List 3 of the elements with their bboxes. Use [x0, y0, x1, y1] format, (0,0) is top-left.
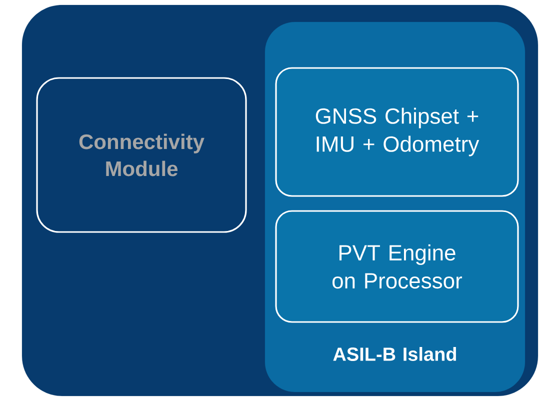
component-box: GNSS Chipset + IMU + Odometry: [275, 67, 519, 197]
component-box: PVT Engine on Processor: [275, 210, 519, 323]
module-box: Connectivity Module: [36, 77, 247, 233]
